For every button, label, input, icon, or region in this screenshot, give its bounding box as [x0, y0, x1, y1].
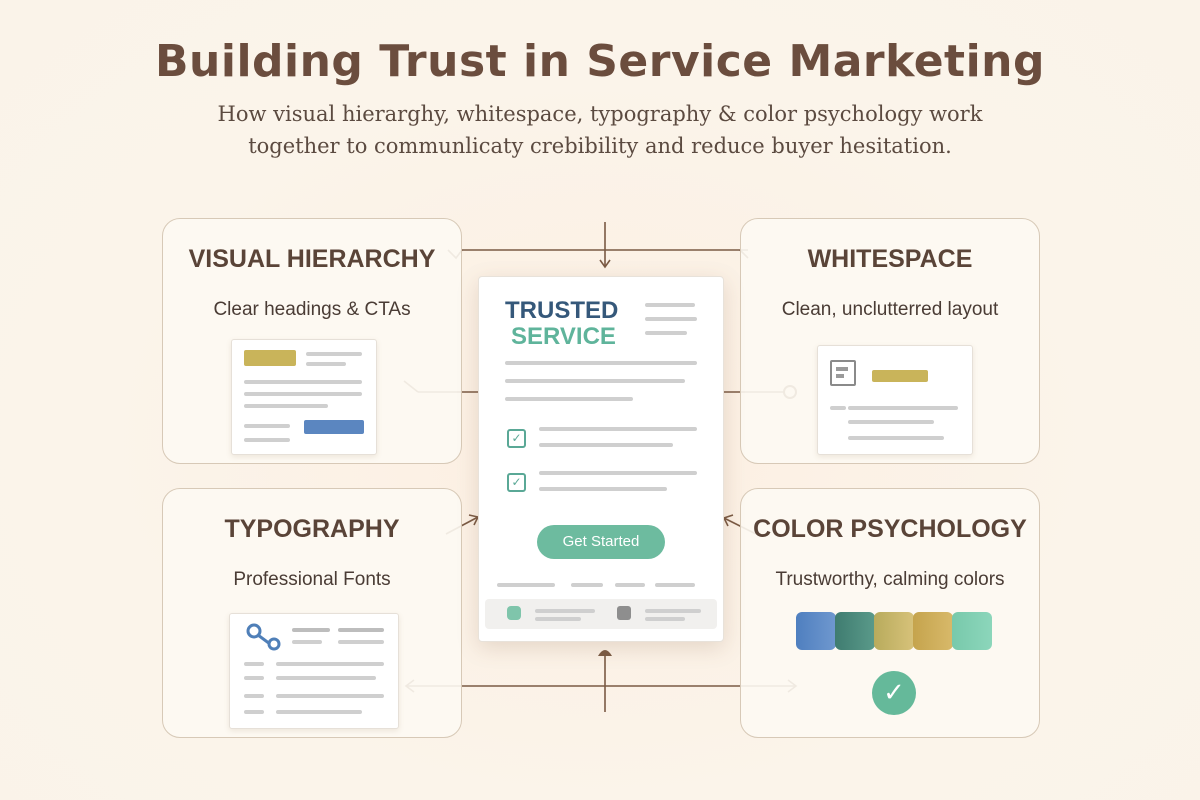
check-circle-icon: ✓: [872, 671, 916, 715]
placeholder-text-line: [505, 397, 633, 401]
placeholder-text-line: [338, 628, 384, 632]
hierarchy-thumbnail: [231, 339, 377, 455]
placeholder-text-line: [276, 694, 384, 698]
placeholder-text-line: [848, 406, 958, 410]
arrowhead-lower-right: [722, 514, 734, 527]
placeholder-text-line: [848, 420, 934, 424]
placeholder-text-line: [306, 362, 346, 366]
whitespace-thumbnail: [817, 345, 973, 455]
page-title: Building Trust in Service Marketing: [155, 36, 1045, 87]
page-subtitle: How visual hierarghy, whitespace, typogr…: [200, 98, 1000, 162]
panel-whitespace: WHITESPACE Clean, unclutterred layout: [740, 218, 1040, 464]
swatch-mint: [952, 612, 992, 650]
panel-visual-hierarchy: VISUAL HIERARCHY Clear headings & CTAs: [162, 218, 462, 464]
placeholder-text-line: [244, 438, 290, 442]
placeholder-text-line: [292, 640, 322, 644]
connector-top-left: [447, 249, 748, 260]
thumbnail-cta-button: [304, 420, 364, 434]
placeholder-text-line: [645, 331, 687, 335]
card-heading-trusted: TRUSTED: [505, 297, 619, 324]
placeholder-text-line: [276, 676, 376, 680]
connector-bottom-cap: [598, 650, 612, 656]
panel-description: Clean, unclutterred layout: [781, 299, 999, 320]
checkbox-icon: ✓: [507, 473, 526, 492]
card-heading-service: SERVICE: [511, 323, 616, 350]
placeholder-text-line: [505, 361, 697, 365]
placeholder-text-line: [244, 392, 362, 396]
placeholder-text-line: [655, 583, 695, 587]
checkbox-icon: ✓: [507, 429, 526, 448]
placeholder-text-line: [830, 406, 846, 410]
placeholder-text-line: [539, 471, 697, 475]
placeholder-text-line: [571, 583, 603, 587]
swatch-teal: [835, 612, 875, 650]
swatch-olive-gold: [874, 612, 914, 650]
placeholder-text-line: [244, 662, 264, 666]
panel-typography: TYPOGRAPHY Professional Fonts: [162, 488, 462, 738]
placeholder-text-line: [244, 380, 362, 384]
placeholder-text-line: [615, 583, 645, 587]
placeholder-text-line: [306, 352, 362, 356]
panel-title: TYPOGRAPHY: [224, 515, 400, 543]
placeholder-text-line: [848, 436, 944, 440]
placeholder-text-line: [276, 662, 384, 666]
card-footer: [485, 599, 717, 629]
typography-thumbnail: [229, 613, 399, 729]
arrowhead-top: [599, 259, 611, 269]
panel-title: COLOR PSYCHOLOGY: [753, 515, 1027, 543]
panel-description: Trustworthy, calming colors: [775, 569, 1005, 590]
placeholder-text-line: [244, 676, 264, 680]
placeholder-text-line: [535, 609, 595, 613]
subtitle-line-1: How visual hierarghy, whitespace, typogr…: [217, 102, 983, 126]
placeholder-text-line: [539, 427, 697, 431]
panel-title: WHITESPACE: [807, 245, 973, 273]
thumbnail-heading-block: [872, 370, 928, 382]
panel-description: Clear headings & CTAs: [213, 299, 411, 320]
panel-title: VISUAL HIERARCHY: [188, 245, 436, 273]
placeholder-text-line: [244, 710, 264, 714]
placeholder-text-line: [497, 583, 555, 587]
swatch-blue: [796, 612, 836, 650]
subtitle-line-2: together to communlicaty crebibility and…: [248, 134, 952, 158]
placeholder-text-line: [539, 443, 673, 447]
placeholder-text-line: [338, 640, 384, 644]
placeholder-text-line: [505, 379, 685, 383]
placeholder-text-line: [535, 617, 581, 621]
placeholder-text-line: [645, 617, 685, 621]
placeholder-text-line: [645, 303, 695, 307]
thumbnail-heading-block: [244, 350, 296, 366]
placeholder-text-line: [244, 424, 290, 428]
badge-icon: [617, 606, 631, 620]
placeholder-text-line: [645, 609, 701, 613]
panel-description: Professional Fonts: [233, 569, 391, 590]
pen-tool-icon: [246, 623, 281, 651]
placeholder-text-line: [539, 487, 667, 491]
placeholder-text-line: [244, 404, 328, 408]
image-placeholder-icon: [830, 360, 856, 386]
shield-icon: [507, 606, 521, 620]
placeholder-text-line: [244, 694, 264, 698]
center-landing-card: TRUSTED SERVICE ✓ ✓ Get Started: [478, 276, 724, 642]
swatch-gold: [913, 612, 953, 650]
placeholder-text-line: [645, 317, 697, 321]
get-started-button[interactable]: Get Started: [537, 525, 665, 559]
placeholder-text-line: [292, 628, 330, 632]
placeholder-text-line: [276, 710, 362, 714]
